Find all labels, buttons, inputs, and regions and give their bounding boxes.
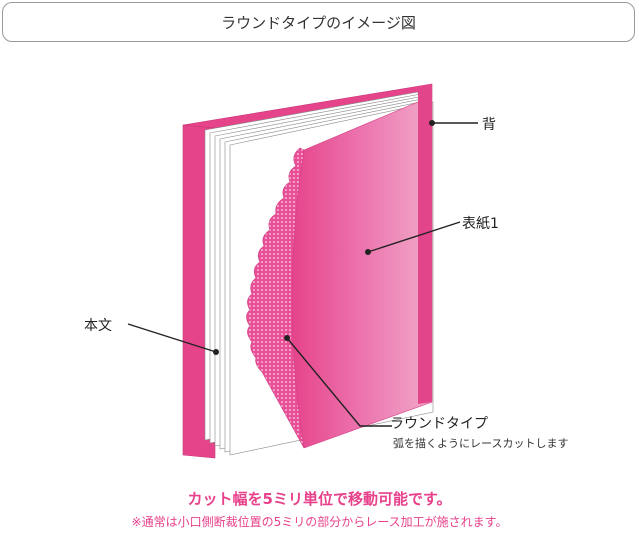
leader-lines [127, 122, 478, 427]
label-round-type-desc: 弧を描くようにレースカットします [393, 437, 569, 450]
diagram-title: ラウンドタイプのイメージ図 [221, 13, 416, 32]
leader-dots [213, 120, 435, 355]
spine [418, 84, 432, 404]
label-spine: 背 [482, 117, 496, 133]
label-body-text: 本文 [84, 318, 112, 334]
title-box: ラウンドタイプのイメージ図 [2, 2, 635, 42]
front-cover [291, 95, 433, 449]
footer-note: ※通常は小口側断裁位置の5ミリの部分からレース加工が施されます。 [131, 515, 508, 529]
label-cover: 表紙1 [462, 216, 499, 232]
label-round-type: ラウンドタイプ [390, 416, 488, 432]
footer-main: カット幅を5ミリ単位で移動可能です。 [187, 490, 452, 508]
lace-edge [246, 147, 305, 449]
